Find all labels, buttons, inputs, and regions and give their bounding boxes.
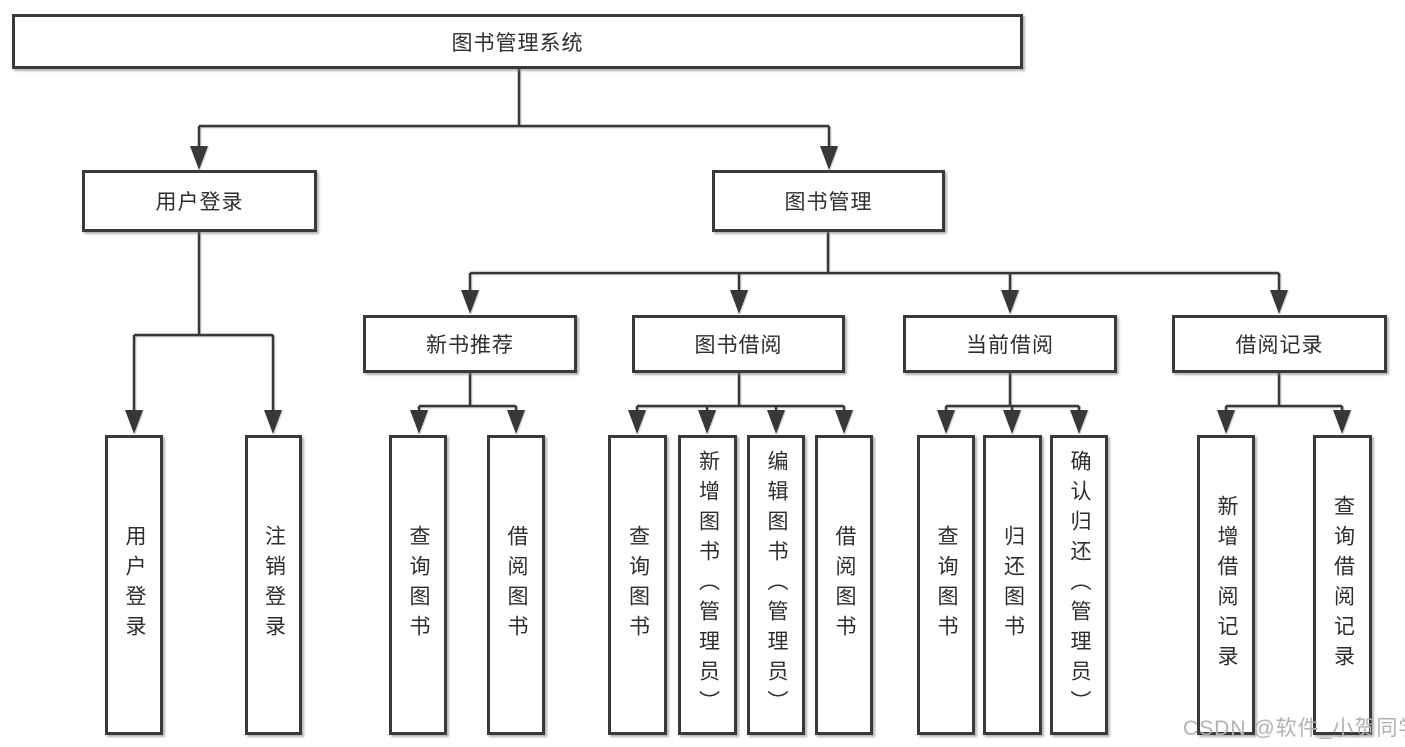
- connector-new-books-to-leaves: [417, 373, 518, 414]
- arrowhead: [1333, 410, 1351, 434]
- leaf-borrow-books: 借阅图书: [815, 435, 873, 735]
- arrowhead: [461, 290, 479, 314]
- leaf-user-login: 用户登录: [105, 435, 163, 735]
- csdn-watermark: CSDN @软件_小贺同学: [1183, 717, 1405, 740]
- leaf-query-books-borrow: 查询图书: [608, 435, 667, 735]
- leaf-query-books-recommend: 查询图书: [389, 435, 447, 735]
- node-user-login: 用户登录: [82, 170, 317, 232]
- arrowhead: [1001, 290, 1019, 314]
- arrowhead: [410, 410, 428, 434]
- connector-user-login-to-leaves: [132, 232, 275, 412]
- arrowhead: [820, 146, 838, 170]
- arrowhead: [835, 410, 853, 434]
- node-new-book-recommend: 新书推荐: [363, 315, 577, 373]
- leaf-edit-book-admin: 编辑图书（管理员）: [747, 435, 805, 735]
- leaf-add-borrow-record: 新增借阅记录: [1197, 435, 1255, 735]
- arrowhead: [1270, 290, 1288, 314]
- arrowhead: [190, 146, 208, 170]
- connector-records-to-leaves: [1224, 373, 1344, 414]
- arrowhead: [730, 290, 748, 314]
- leaf-query-borrow-record: 查询借阅记录: [1313, 435, 1372, 735]
- arrowhead: [507, 410, 525, 434]
- connector-current-borrow-to-leaves: [944, 373, 1081, 414]
- node-library-management-system: 图书管理系统: [12, 14, 1023, 69]
- node-current-borrowing: 当前借阅: [903, 315, 1117, 373]
- arrowhead: [1003, 410, 1021, 434]
- arrowheads: [125, 146, 1351, 434]
- connector-book-borrow-to-leaves: [635, 373, 846, 414]
- connector-book-mgmt-to-level3: [468, 232, 1281, 293]
- leaf-borrow-books-recommend: 借阅图书: [487, 435, 545, 735]
- leaf-add-book-admin: 新增图书（管理员）: [678, 435, 737, 735]
- leaf-logout: 注销登录: [245, 435, 302, 735]
- node-book-management: 图书管理: [712, 170, 945, 232]
- node-borrowing-records: 借阅记录: [1172, 315, 1387, 373]
- arrowhead: [937, 410, 955, 434]
- arrowhead: [628, 410, 646, 434]
- arrowhead: [1217, 410, 1235, 434]
- arrowhead: [698, 410, 716, 434]
- leaf-return-books: 归还图书: [983, 435, 1042, 735]
- arrowhead: [264, 410, 282, 434]
- leaf-confirm-return-admin: 确认归还（管理员）: [1050, 435, 1108, 735]
- arrowhead: [1070, 410, 1088, 434]
- node-book-borrowing: 图书借阅: [632, 315, 845, 373]
- arrowhead: [125, 410, 143, 434]
- arrowhead: [767, 410, 785, 434]
- connector-root-to-level2: [197, 69, 831, 148]
- leaf-query-books-current: 查询图书: [917, 435, 975, 735]
